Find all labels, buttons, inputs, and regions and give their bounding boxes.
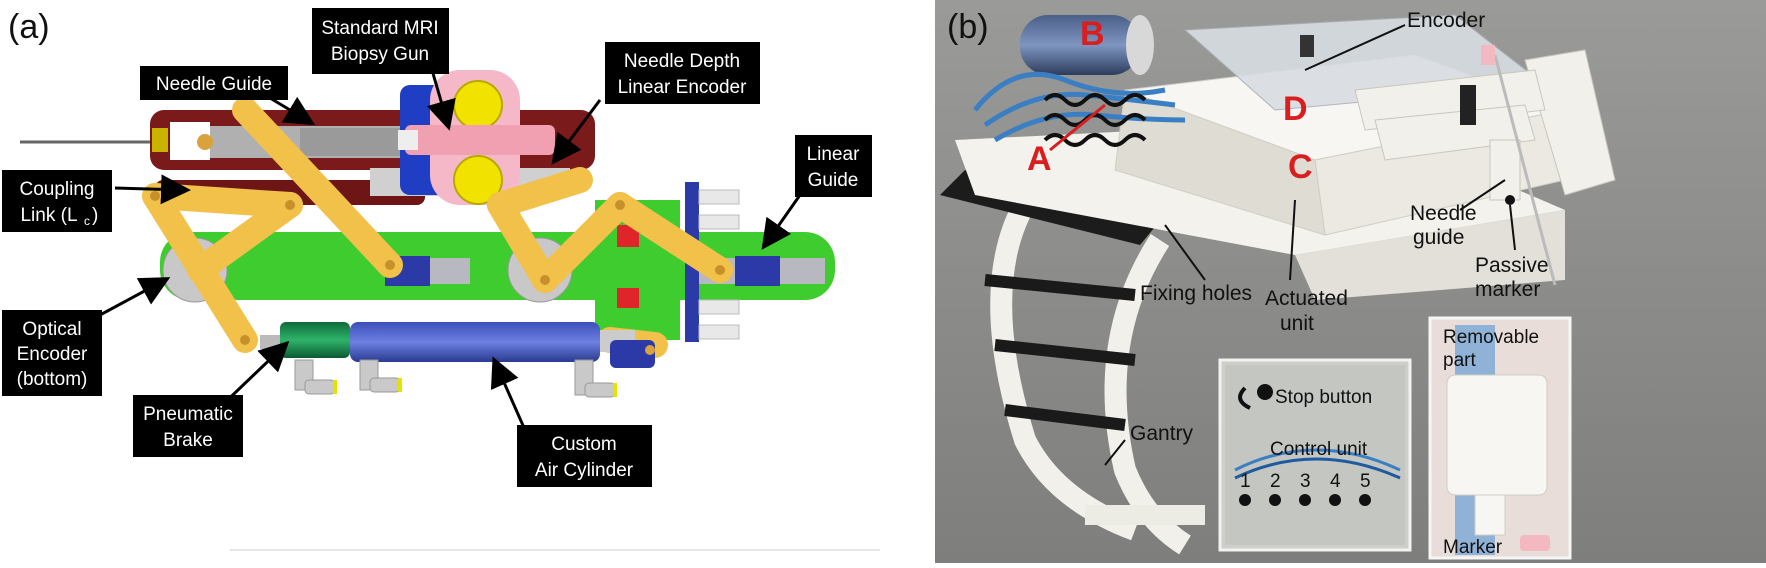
callout-arrows xyxy=(99,69,802,431)
svg-text:Needle Guide: Needle Guide xyxy=(156,74,272,95)
svg-text:Coupling: Coupling xyxy=(20,179,95,200)
label-control-unit: Control unit xyxy=(1270,439,1368,460)
svg-text:Pneumatic: Pneumatic xyxy=(143,404,233,425)
label-passive-2: marker xyxy=(1475,278,1540,301)
callout-standard-mri-biopsy-gun: Standard MRI Biopsy Gun xyxy=(312,8,449,74)
svg-text:B: B xyxy=(1080,15,1105,53)
svg-text:A: A xyxy=(1027,140,1052,178)
svg-text:Brake: Brake xyxy=(163,430,213,451)
removable-part-inset: Removable part Marker xyxy=(1428,316,1572,560)
panel-b-photo: A B C D Encoder Needle guide Passive mar… xyxy=(935,0,1766,563)
svg-text:Optical: Optical xyxy=(22,319,81,340)
panel-a-label: (a) xyxy=(8,8,50,46)
label-removable-2: part xyxy=(1443,350,1476,371)
label-stop-button: Stop button xyxy=(1275,387,1372,408)
svg-text:Air Cylinder: Air Cylinder xyxy=(535,460,634,481)
svg-text:c: c xyxy=(84,214,90,228)
button-number-2: 2 xyxy=(1270,471,1281,492)
label-needle-guide-1: Needle xyxy=(1410,202,1477,225)
label-removable-1: Removable xyxy=(1443,327,1539,348)
callout-optical-encoder: Optical Encoder (bottom) xyxy=(2,310,102,396)
button-number-5: 5 xyxy=(1360,471,1371,492)
pneumatic-motor xyxy=(1020,15,1154,75)
label-encoder: Encoder xyxy=(1407,9,1485,32)
panel-b-label: (b) xyxy=(947,8,989,46)
svg-text:Guide: Guide xyxy=(808,170,859,191)
svg-text:): ) xyxy=(92,205,98,226)
needle xyxy=(1493,54,1557,286)
label-gantry: Gantry xyxy=(1130,422,1194,445)
label-actuated-1: Actuated xyxy=(1265,287,1348,310)
callout-needle-depth-encoder: Needle Depth Linear Encoder xyxy=(605,42,760,104)
component-letters: A B C D xyxy=(1027,15,1313,186)
label-needle-guide-2: guide xyxy=(1413,226,1464,249)
button-number-3: 3 xyxy=(1300,471,1311,492)
svg-text:Biopsy Gun: Biopsy Gun xyxy=(331,44,429,65)
label-marker: Marker xyxy=(1443,537,1503,558)
svg-text:Linear: Linear xyxy=(807,144,860,165)
button-number-4: 4 xyxy=(1330,471,1341,492)
needle-guide-arm xyxy=(1354,49,1616,201)
annotation-lines xyxy=(1104,24,1516,466)
callout-pneumatic-brake: Pneumatic Brake xyxy=(133,395,243,457)
control-unit-inset: Stop button Control unit 1 2 3 4 5 xyxy=(1218,358,1412,552)
callout-needle-guide: Needle Guide xyxy=(140,66,288,100)
label-passive-1: Passive xyxy=(1475,254,1549,277)
svg-text:Linear Encoder: Linear Encoder xyxy=(618,77,748,98)
label-fixing-holes: Fixing holes xyxy=(1140,282,1252,305)
svg-text:Custom: Custom xyxy=(551,434,616,455)
svg-text:D: D xyxy=(1283,90,1308,128)
air-cylinder-assembly xyxy=(260,322,655,398)
svg-text:Needle Depth: Needle Depth xyxy=(624,51,740,72)
svg-text:Encoder: Encoder xyxy=(17,344,88,365)
callout-custom-air-cylinder: Custom Air Cylinder xyxy=(517,425,652,487)
panel-a-cad-diagram: Standard MRI Biopsy Gun Needle Guide Nee… xyxy=(2,8,880,551)
svg-text:Standard MRI: Standard MRI xyxy=(321,18,438,39)
button-number-1: 1 xyxy=(1240,471,1251,492)
cad-drawing: Standard MRI Biopsy Gun Needle Guide Nee… xyxy=(2,8,880,551)
svg-text:(bottom): (bottom) xyxy=(17,369,88,390)
callout-linear-guide: Linear Guide xyxy=(795,135,872,197)
svg-text:Link (L: Link (L xyxy=(20,205,77,226)
label-actuated-2: unit xyxy=(1280,312,1314,335)
callout-coupling-link: Coupling Link (L c ) xyxy=(2,170,112,232)
svg-text:C: C xyxy=(1288,148,1313,186)
device-photo: A B C D Encoder Needle guide Passive mar… xyxy=(935,0,1766,563)
